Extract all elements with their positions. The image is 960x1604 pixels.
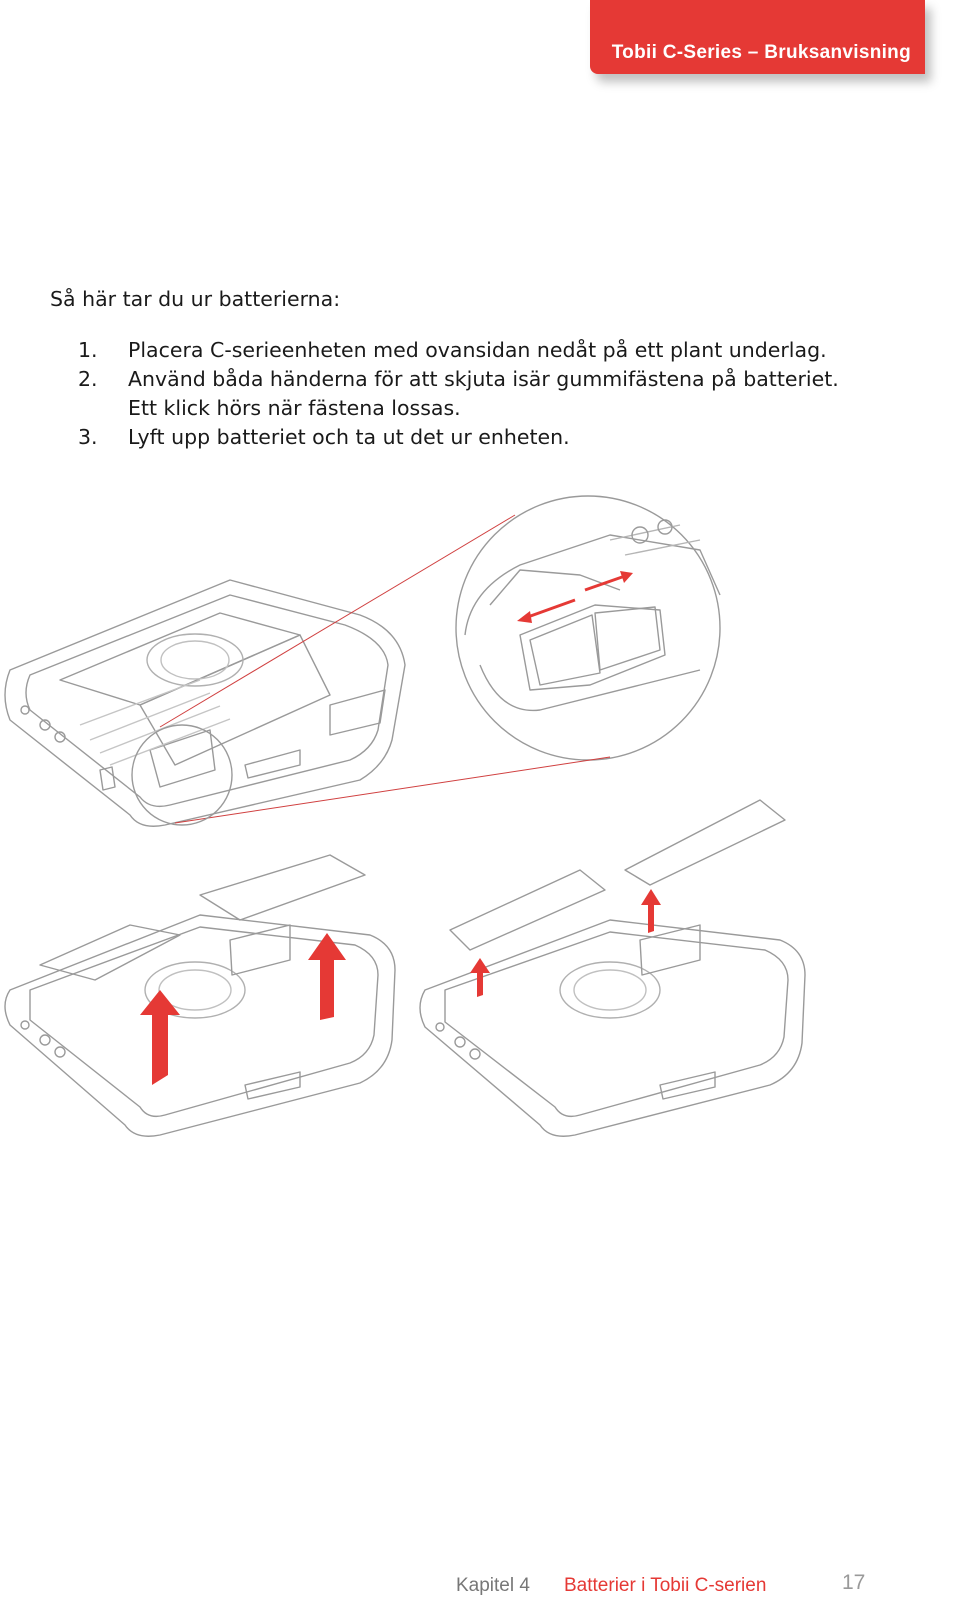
arrow-up-icon (308, 933, 346, 1020)
intro-text: Så här tar du ur batterierna: (50, 287, 341, 311)
arrow-up-icon (470, 958, 490, 997)
device-lifting-left (4, 854, 396, 1137)
device-top-view (4, 579, 406, 827)
lift-arrows (140, 889, 661, 1085)
slide-arrows (517, 571, 633, 623)
header-title: Tobii C-Series – Bruksanvisning (611, 42, 911, 63)
step-text-continued: Ett klick hörs när fästena lossas. (128, 396, 461, 420)
step-text: Lyft upp batteriet och ta ut det ur enhe… (128, 425, 570, 449)
step-text: Placera C-serieenheten med ovansidan ned… (128, 338, 827, 362)
footer-section: Batterier i Tobii C-serien (564, 1575, 767, 1596)
footer-chapter: Kapitel 4 (456, 1575, 530, 1596)
header-tab: Tobii C-Series – Bruksanvisning (590, 0, 925, 74)
page-number: 17 (842, 1571, 866, 1594)
step-number: 3. (78, 425, 98, 449)
arrow-up-icon (641, 889, 661, 933)
step-number: 2. (78, 367, 98, 391)
arrow-up-icon (140, 990, 180, 1085)
step-text: Använd båda händerna för att skjuta isär… (128, 367, 839, 391)
battery-removal-illustration (4, 495, 806, 1137)
magnified-detail (455, 495, 721, 761)
device-batteries-removed (419, 799, 806, 1137)
step-number: 1. (78, 338, 98, 362)
